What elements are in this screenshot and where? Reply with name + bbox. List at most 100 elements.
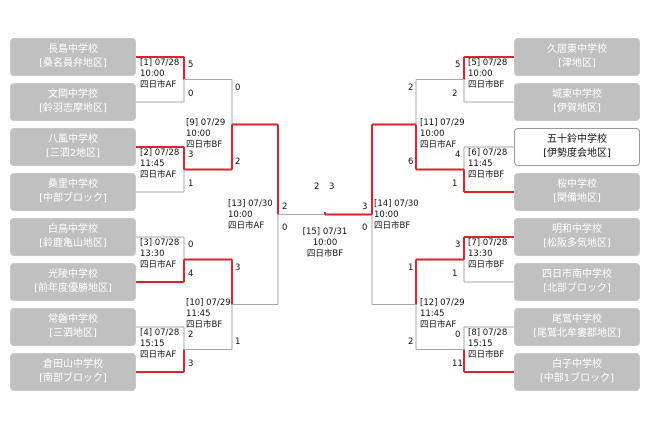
team-name: 城東中学校 xyxy=(552,89,602,100)
match-info-line: 四日市AF xyxy=(140,260,177,270)
team-name: 白子中学校 xyxy=(552,359,602,370)
team-region: [北部ブロック] xyxy=(543,283,611,294)
score-m10-s1: 3 xyxy=(235,262,241,273)
match-info-line: 四日市AF xyxy=(140,80,177,90)
match-info-line: 四日市BF xyxy=(468,80,505,90)
score-m12-s2: 2 xyxy=(408,336,414,347)
team-name: 長島中学校 xyxy=(48,44,98,55)
match-info-line: 11:45 xyxy=(140,159,165,169)
score-m14-s1: 3 xyxy=(362,201,368,212)
score-m13-s1: 2 xyxy=(282,201,288,212)
match-info-line: 四日市BF xyxy=(374,220,411,231)
score-m9-s1: 0 xyxy=(235,82,241,93)
match-info-line: 四日市AF xyxy=(140,170,177,180)
team-box-left-3[interactable]: 八風中学校 [三泗2地区] xyxy=(10,128,136,166)
match-info-line: 15:15 xyxy=(140,339,165,349)
team-region: [尾鷲北牟婁郡地区] xyxy=(533,328,621,339)
team-region: [三泗2地区] xyxy=(45,148,101,159)
match-info-line: 10:00 xyxy=(140,69,165,79)
score-m9-s2: 2 xyxy=(235,156,241,167)
match-info-line: [2] 07/28 xyxy=(140,148,180,158)
team-box-left-2[interactable]: 文岡中学校 [鈴羽志摩地区] xyxy=(10,83,136,121)
team-box-left-5[interactable]: 白鳥中学校[鈴鹿亀山地区] xyxy=(10,218,136,256)
team-box-left-7[interactable]: 常磐中学校[三泗地区] xyxy=(10,308,136,346)
score-m12-s1: 1 xyxy=(408,262,414,273)
match-info-line: 10:00 xyxy=(228,209,253,220)
team-box-left-6[interactable]: 光陵中学校[前年度優勝地区] xyxy=(10,263,136,301)
team-region: [三泗地区] xyxy=(49,328,97,339)
team-name: 四日市南中学校 xyxy=(542,269,612,280)
match-info-line: 四日市AF xyxy=(420,139,457,150)
team-name: 光陵中学校 xyxy=(48,269,98,280)
match-info-line: [6] 07/28 xyxy=(468,148,508,158)
team-box-right-8[interactable]: 白子中学校 [中部1ブロック] xyxy=(514,353,640,391)
match-info-line: [7] 07/28 xyxy=(468,238,508,248)
team-box-right-3[interactable]: 五十鈴中学校[伊勢度会地区] xyxy=(514,128,640,166)
team-region: [南部ブロック] xyxy=(39,373,107,384)
team-box-left-1[interactable]: 長島中学校 [桑名員弁地区] xyxy=(10,38,136,76)
team-box-right-6[interactable]: 四日市南中学校 [北部ブロック] xyxy=(514,263,640,301)
match-info-line: [9] 07/29 xyxy=(186,117,226,128)
score-m6-s1: 4 xyxy=(455,150,461,160)
team-name: 尾鷲中学校 xyxy=(552,314,602,325)
team-box-right-4[interactable]: 桜中学校[関備地区] xyxy=(514,173,640,211)
score-m11-s2: 6 xyxy=(408,156,414,167)
match-info-line: 四日市BF xyxy=(468,350,505,360)
match-info-line: 四日市AF xyxy=(228,220,265,231)
match-info-line: [8] 07/28 xyxy=(468,328,508,338)
score-m8-s1: 0 xyxy=(455,330,461,340)
match-info-line: 13:30 xyxy=(468,249,493,259)
team-name: 八風中学校 xyxy=(48,134,98,145)
score-m2-s1: 3 xyxy=(188,150,194,160)
match-info-line: 四日市BF xyxy=(468,170,505,180)
team-region: [鈴羽志摩地区] xyxy=(39,103,107,114)
match-info-line: [4] 07/28 xyxy=(140,328,180,338)
score-m10-s2: 1 xyxy=(235,336,241,347)
team-region: [松阪多気地区] xyxy=(543,238,611,249)
team-name: 久居東中学校 xyxy=(547,44,607,55)
team-box-right-7[interactable]: 尾鷲中学校 [尾鷲北牟婁郡地区] xyxy=(514,308,640,346)
team-box-left-8[interactable]: 倉田山中学校 [南部ブロック] xyxy=(10,353,136,391)
team-box-right-2[interactable]: 城東中学校[伊賀地区] xyxy=(514,83,640,121)
score-m4-s1: 2 xyxy=(188,330,194,340)
team-name: 倉田山中学校 xyxy=(43,359,103,370)
match-info-line: 15:15 xyxy=(468,339,493,349)
score-m1-s1: 5 xyxy=(188,60,194,70)
score-m13-s2: 0 xyxy=(282,222,288,233)
match-info-line: 四日市AF xyxy=(420,319,457,330)
team-region: [中部ブロック] xyxy=(39,193,107,204)
team-box-right-5[interactable]: 明和中学校[松阪多気地区] xyxy=(514,218,640,256)
team-region: [中部1ブロック] xyxy=(539,373,615,384)
team-region: [関備地区] xyxy=(553,193,601,204)
team-region: [桑名員弁地区] xyxy=(39,58,107,69)
score-m6-s2: 1 xyxy=(452,179,458,189)
match-info-line: [12] 07/29 xyxy=(420,297,465,308)
score-m14-s2: 0 xyxy=(362,222,368,233)
match-info-line: 10:00 xyxy=(186,128,211,139)
team-name: 桑里中学校 xyxy=(48,179,98,190)
match-info-line: 11:45 xyxy=(420,308,445,319)
score-m4-s2: 3 xyxy=(188,359,194,369)
match-info-line: 四日市BF xyxy=(186,319,223,330)
team-region: [鈴鹿亀山地区] xyxy=(39,238,107,249)
team-box-right-1[interactable]: 久居東中学校[津地区] xyxy=(514,38,640,76)
team-box-left-4[interactable]: 桑里中学校 [中部ブロック] xyxy=(10,173,136,211)
match-info-line: [13] 07/30 xyxy=(228,198,273,209)
score-m5-s1: 5 xyxy=(455,60,461,70)
team-name: 文岡中学校 xyxy=(48,89,98,100)
